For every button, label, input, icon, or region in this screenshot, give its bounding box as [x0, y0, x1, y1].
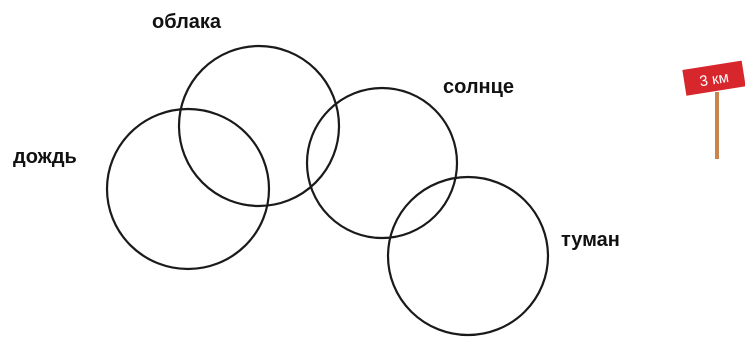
circle-rings: [105, 44, 550, 337]
circle-fog: [386, 175, 550, 337]
label-sun: солнце: [443, 76, 514, 98]
sign-label: 3 км: [698, 69, 730, 90]
label-fog: туман: [561, 229, 620, 251]
sign-post: [715, 92, 719, 159]
sign-board: [682, 60, 745, 96]
label-rain: дождь: [13, 146, 77, 168]
distance-sign: 3 км: [682, 60, 745, 159]
circle-sun: [305, 86, 459, 240]
circle-clouds: [177, 44, 341, 208]
circle-rain: [105, 107, 271, 271]
label-clouds: облака: [152, 11, 222, 33]
